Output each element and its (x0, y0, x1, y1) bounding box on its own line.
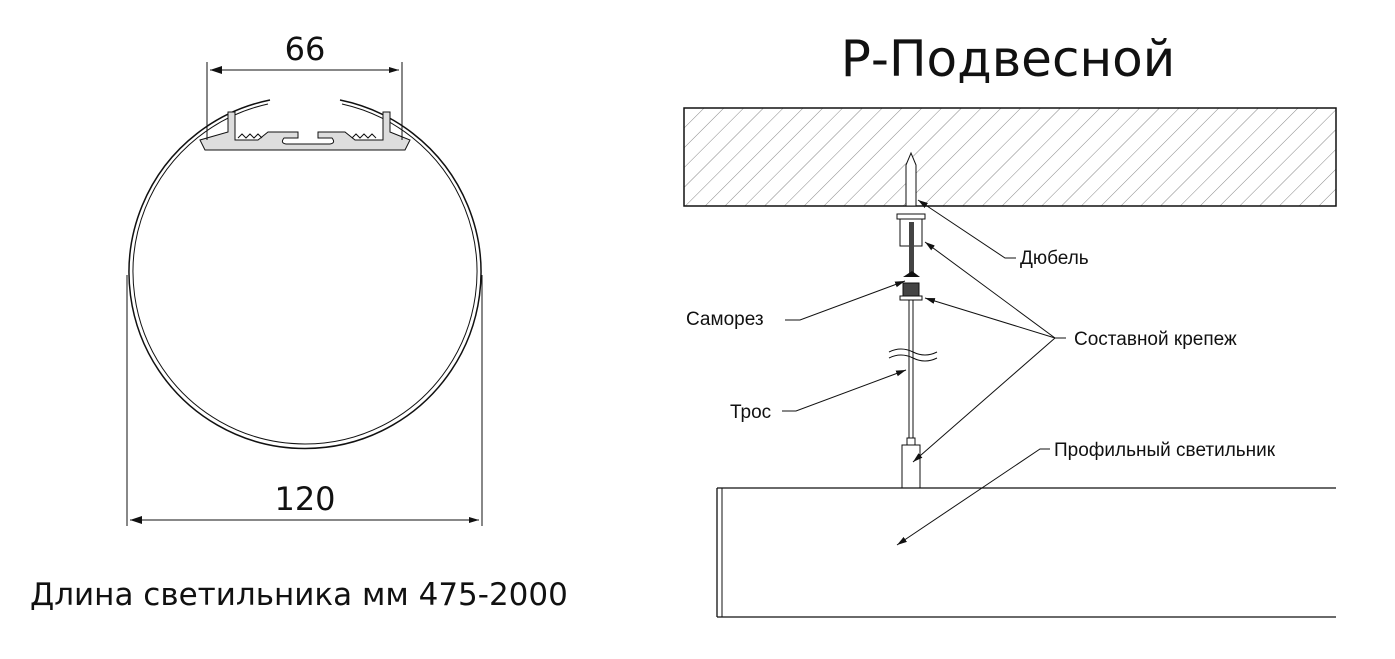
label-dowel: Дюбель (1020, 248, 1089, 269)
dimension-66-label: 66 (285, 30, 326, 68)
label-composite-mount: Составной крепеж (1074, 329, 1237, 350)
dimension-120: 120 (126, 275, 483, 526)
length-caption: Длина светильника мм 475-2000 (30, 577, 568, 613)
dimension-66: 66 (206, 30, 403, 140)
ceiling (683, 107, 1337, 207)
diagram-title: Р-Подвесной (841, 30, 1175, 88)
profile-cross-section (128, 99, 482, 450)
dowel-icon (905, 151, 917, 207)
screw-icon (909, 222, 914, 274)
label-screw: Саморез (686, 309, 764, 330)
fastener-assembly (888, 151, 938, 489)
label-luminaire: Профильный светильник (1054, 440, 1276, 461)
luminaire-body (716, 487, 1336, 618)
leader-lines (782, 199, 1066, 546)
label-cable: Трос (730, 402, 771, 423)
dimension-120-label: 120 (274, 480, 335, 518)
